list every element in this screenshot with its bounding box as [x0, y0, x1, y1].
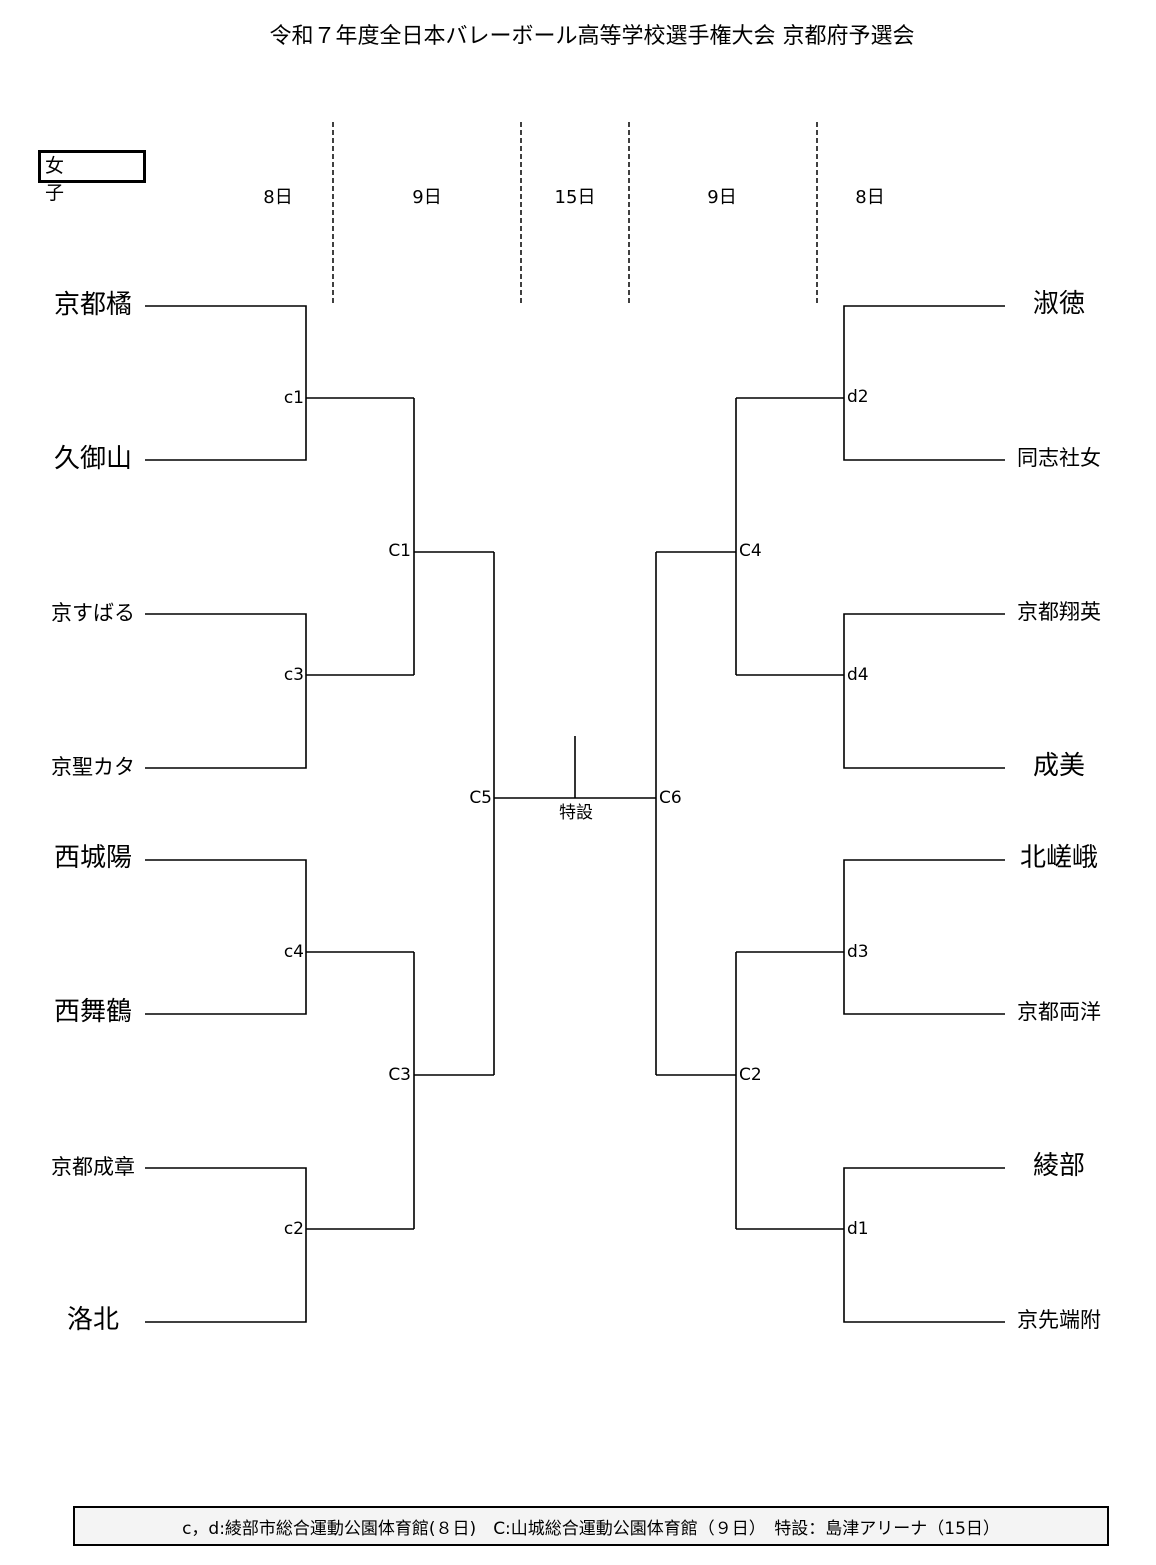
- match-label: C5: [469, 788, 492, 808]
- team-name: 京聖カタ: [51, 755, 135, 779]
- team-name: 京都橘: [54, 290, 132, 320]
- date-label: 15日: [555, 187, 596, 208]
- team-name: 成美: [1033, 751, 1085, 781]
- match-label: C3: [388, 1065, 411, 1085]
- match-label: C4: [739, 541, 762, 561]
- date-label: 8日: [855, 187, 884, 208]
- page-title: 令和７年度全日本バレーボール高等学校選手権大会 京都府予選会: [270, 24, 915, 49]
- team-name: 京都両洋: [1017, 1000, 1101, 1024]
- team-name: 久御山: [54, 444, 132, 474]
- venue-footer: c，d:綾部市総合運動公園体育館(８日) C:山城総合運動公園体育館（９日） 特…: [73, 1506, 1109, 1546]
- team-name: 京都翔英: [1017, 600, 1101, 624]
- team-name: 綾部: [1033, 1151, 1085, 1181]
- team-name: 洛北: [67, 1305, 119, 1335]
- team-name: 淑徳: [1033, 289, 1085, 319]
- date-dividers: [332, 122, 818, 305]
- match-label: C6: [659, 788, 682, 808]
- match-label: d4: [847, 665, 869, 685]
- team-name: 京先端附: [1017, 1308, 1101, 1332]
- match-label: c3: [284, 665, 304, 685]
- date-label: 9日: [707, 187, 736, 208]
- team-name: 同志社女: [1017, 446, 1101, 470]
- date-label: 8日: [263, 187, 292, 208]
- match-label: c4: [284, 942, 304, 962]
- final-venue-label: 特設: [559, 803, 593, 823]
- team-name: 西城陽: [54, 843, 132, 873]
- bracket-lines: [145, 305, 1005, 1323]
- team-name: 京都成章: [51, 1155, 135, 1179]
- team-name: 北嵯峨: [1020, 843, 1098, 873]
- division-label: 女子: [38, 150, 146, 204]
- match-label: c2: [284, 1219, 304, 1239]
- match-label: C2: [739, 1065, 762, 1085]
- date-label: 9日: [412, 187, 441, 208]
- team-name: 西舞鶴: [54, 997, 132, 1027]
- match-label: c1: [284, 388, 304, 408]
- team-name: 京すばる: [51, 601, 135, 625]
- match-label: d1: [847, 1219, 869, 1239]
- match-label: d3: [847, 942, 869, 962]
- match-label: C1: [388, 541, 411, 561]
- match-label: d2: [847, 387, 869, 407]
